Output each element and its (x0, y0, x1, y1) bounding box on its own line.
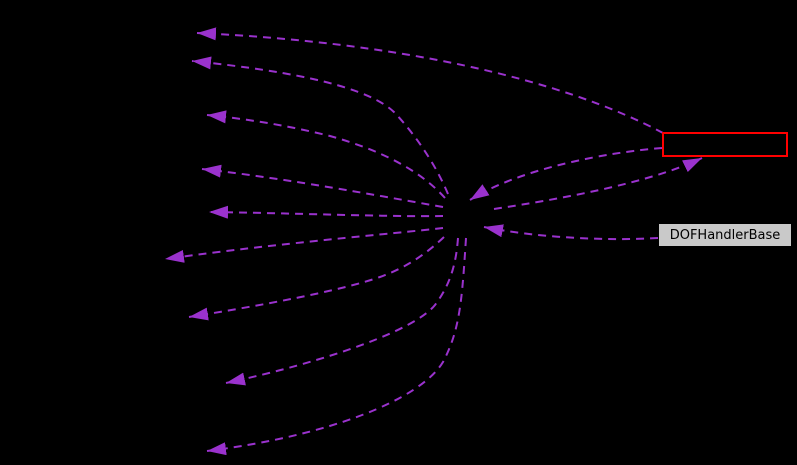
edge-center-to-node8 (225, 237, 459, 386)
current-class-node (662, 132, 788, 157)
edge-base-to-center (483, 224, 659, 241)
edge-current-to-node1 (196, 27, 664, 134)
edge-current-to-center (469, 147, 663, 201)
edge-center-to-current (493, 157, 703, 210)
node-dofhandlerbase[interactable]: DOFHandlerBase (658, 223, 792, 247)
edge-center-to-node4 (201, 164, 444, 208)
edge-center-to-node6 (164, 227, 444, 263)
edge-center-to-node3 (206, 110, 446, 199)
edge-center-to-node7 (188, 236, 445, 321)
edge-center-to-node9 (206, 237, 467, 456)
edge-center-to-node2 (191, 56, 449, 195)
node-dofhandlerbase-label: DOFHandlerBase (669, 227, 781, 243)
center-node-hidden (443, 196, 495, 236)
edge-center-to-node5 (208, 205, 444, 219)
